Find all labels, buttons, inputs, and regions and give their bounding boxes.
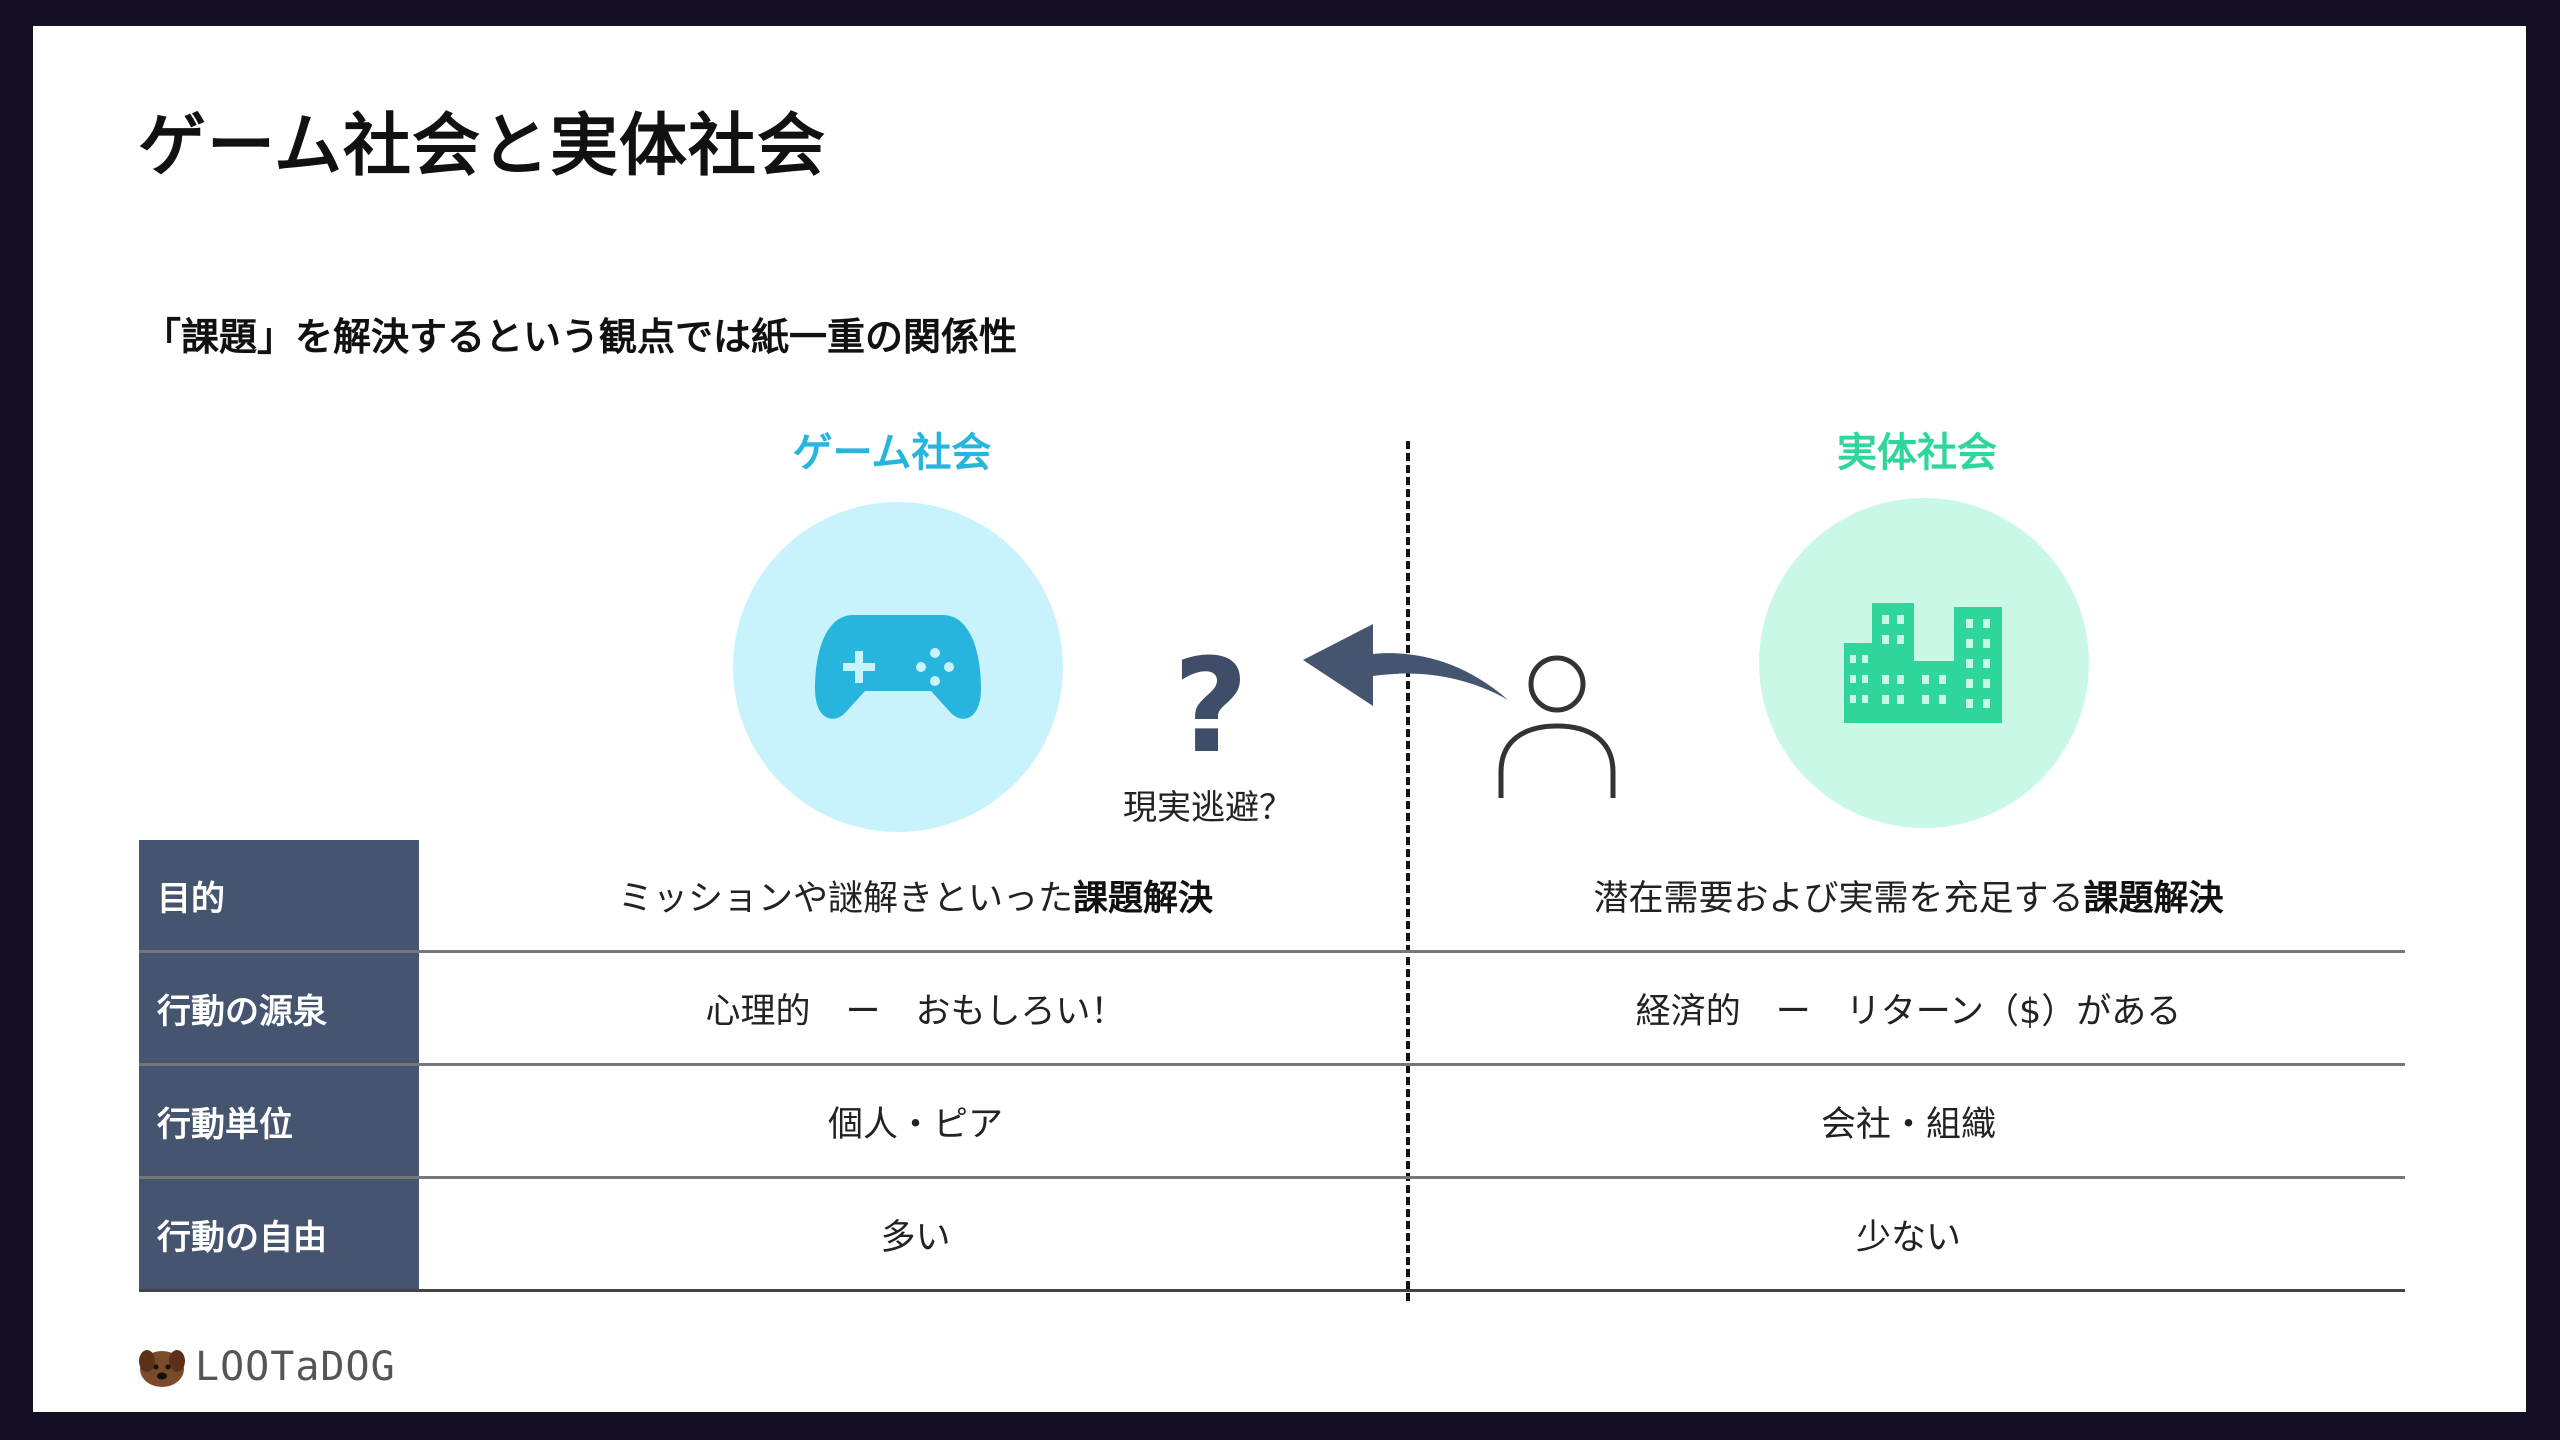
gamepad-icon (815, 615, 981, 719)
curved-arrow-icon (1303, 624, 1508, 706)
game-cell: 個人・ピア (827, 1104, 1003, 1145)
game-cell: 心理的 ー おもしろい！ (705, 991, 1126, 1032)
logo: LOOTaDOG (137, 1344, 396, 1390)
dog-logo-icon (139, 1350, 185, 1387)
game-cell: 多い (880, 1217, 951, 1258)
row-header: 行動の自由 (139, 1179, 419, 1289)
real-cell: 経済的 ー リターン（$）がある (1635, 991, 2182, 1032)
table-row: 行動単位 個人・ピア 会社・組織 (139, 1066, 2405, 1179)
slide: ゲーム社会と実体社会 「課題」を解決するという観点では紙一重の関係性 ゲーム社会… (33, 26, 2526, 1412)
dashed-divider (1406, 441, 1410, 1301)
logo-text: LOOTaDOG (195, 1344, 396, 1390)
slide-subtitle: 「課題」を解決するという観点では紙一重の関係性 (143, 315, 1018, 359)
buildings-icon (1844, 603, 2002, 723)
real-circle (1759, 498, 2089, 828)
real-cell: 会社・組織 (1820, 1104, 1996, 1145)
real-cell: 潜在需要および実需を充足する課題解決 (1593, 878, 2224, 919)
comparison-table: 目的 ミッションや謎解きといった課題解決 潜在需要および実需を充足する課題解決 … (139, 840, 2405, 1292)
game-circle (733, 502, 1063, 832)
slide-title: ゲーム社会と実体社会 (138, 107, 826, 186)
escape-label: 現実逃避？ (1123, 788, 1293, 828)
row-header: 行動の源泉 (139, 953, 419, 1063)
table-row: 目的 ミッションや謎解きといった課題解決 潜在需要および実需を充足する課題解決 (139, 840, 2405, 953)
question-mark: ? (1173, 630, 1249, 782)
real-society-heading: 実体社会 (1837, 430, 1997, 476)
person-icon (1498, 655, 1616, 798)
game-society-heading: ゲーム社会 (792, 430, 992, 476)
row-header: 行動単位 (139, 1066, 419, 1176)
table-row: 行動の源泉 心理的 ー おもしろい！ 経済的 ー リターン（$）がある (139, 953, 2405, 1066)
game-cell: ミッションや謎解きといった課題解決 (617, 878, 1214, 919)
real-cell: 少ない (1855, 1217, 1961, 1258)
table-row: 行動の自由 多い 少ない (139, 1179, 2405, 1292)
row-header: 目的 (139, 840, 419, 950)
